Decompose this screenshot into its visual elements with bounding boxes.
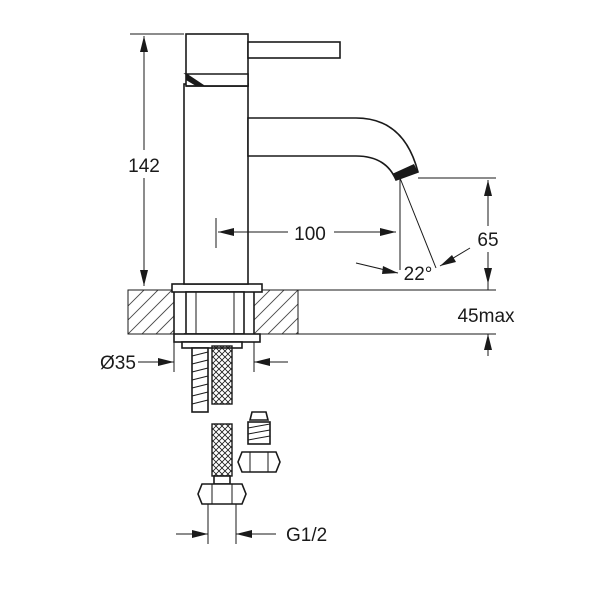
angle-label-22: 22° [404, 264, 433, 285]
dimension-label-45max: 45max [457, 306, 515, 327]
dimension-diameter-35: Ø35 [100, 342, 288, 374]
faucet-body [171, 33, 263, 293]
dimension-deck-45max: 45max [262, 272, 515, 356]
dimension-label-diameter-35: Ø35 [100, 353, 136, 374]
lever-handle [247, 41, 341, 59]
dimension-height-65: 65 [418, 177, 506, 284]
spout [247, 117, 419, 182]
flexible-hose-right [237, 411, 281, 473]
dimension-height-142: 142 [126, 33, 184, 286]
dimension-label-g1-2: G1/2 [286, 525, 327, 546]
dimension-thread-g1-2: G1/2 [176, 504, 327, 546]
dimension-reach-100: 100 [215, 218, 396, 248]
flexible-hose-left [197, 345, 247, 505]
dimension-label-65: 65 [477, 230, 498, 251]
mounting-shank [173, 291, 261, 413]
dimension-label-100: 100 [294, 224, 326, 245]
angle-dimension-22: 22° [355, 177, 471, 285]
dimension-label-142: 142 [128, 156, 160, 177]
